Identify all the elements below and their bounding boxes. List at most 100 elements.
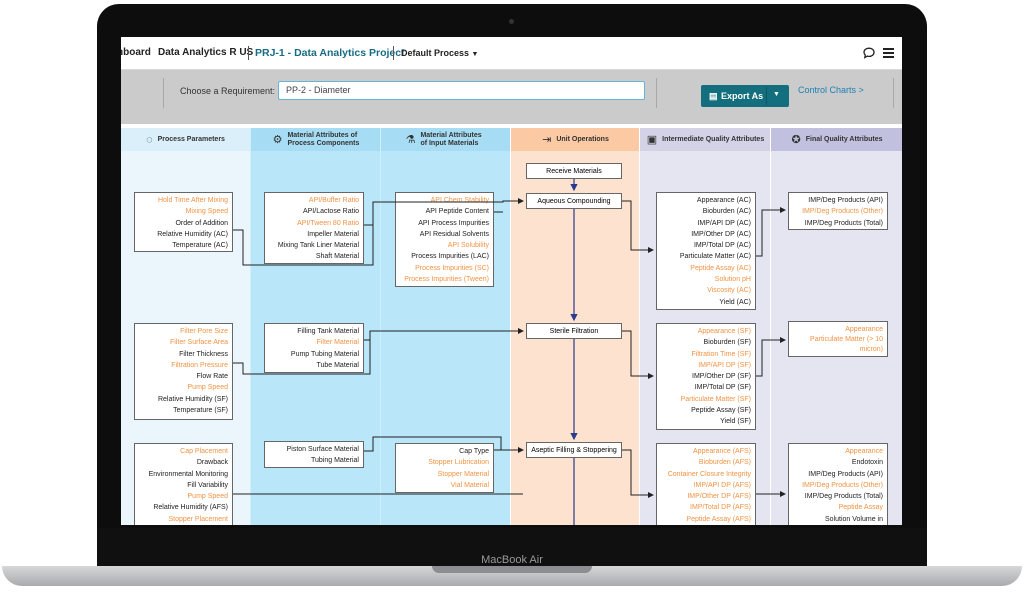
mai-item: Process Impurities (SC) xyxy=(415,264,489,272)
mai-item: Process Impurities (LAC) xyxy=(411,253,489,261)
unit-op-label: Receive Materials xyxy=(546,168,602,175)
iqa-item: Solution pH xyxy=(714,276,751,284)
mai-group-aqueous-compounding[interactable]: API Chem Stability API Peptide Content A… xyxy=(395,192,494,287)
laptop-base xyxy=(2,566,1022,586)
pp-group-sterile-filtration[interactable]: Filter Pore Size Filter Surface Area Fil… xyxy=(134,323,233,420)
mapc-item: Filter Material xyxy=(316,339,359,347)
column-header: ⚗Material Attributes of Input Materials xyxy=(381,128,511,151)
iqa-item: Appearance (AFS) xyxy=(693,448,751,455)
iqa-item: Yield (AC) xyxy=(719,298,751,306)
mapc-group-aqueous-compounding[interactable]: API/Buffer Ratio API/Lactose Ratio API/T… xyxy=(264,192,364,264)
fqa-group-aqueous-compounding[interactable]: IMP/Deg Products (API) IMP/Deg Products … xyxy=(788,192,888,230)
iqa-group-aseptic-filling[interactable]: Appearance (AFS) Bioburden (AFS) Contain… xyxy=(656,443,756,525)
iqa-item: Appearance (SF) xyxy=(697,328,751,335)
fqa-group-sterile-filtration[interactable]: Appearance Particulate Matter (> 10 micr… xyxy=(788,321,888,357)
toolbar-divider xyxy=(656,78,657,108)
fqa-item: Appearance xyxy=(845,326,883,333)
mai-item: Stopper Material xyxy=(437,470,489,478)
process-selector[interactable]: Default Process ▼ xyxy=(401,48,478,58)
pp-group-aqueous-compounding[interactable]: Hold Time After Mixing Mixing Speed Orde… xyxy=(134,192,233,252)
mapc-item: API/Buffer Ratio xyxy=(308,197,359,204)
laptop-chin xyxy=(97,528,927,568)
iqa-item: Appearance (AC) xyxy=(696,197,751,204)
mapc-group-aseptic-filling[interactable]: Piston Surface Material Tubing Material xyxy=(264,441,364,468)
fqa-item: Peptide Assay xyxy=(838,504,883,512)
pp-item: Temperature (SF) xyxy=(173,407,228,415)
menu-icon[interactable] xyxy=(883,48,894,58)
iqa-item: Bioburden (AFS) xyxy=(698,459,751,467)
nav-dashboard-link[interactable]: hboard xyxy=(121,47,151,58)
iqa-group-aqueous-compounding[interactable]: Appearance (AC) Bioburden (AC) IMP/API D… xyxy=(656,192,756,310)
mai-item: Stopper Lubrication xyxy=(428,459,489,467)
iqa-item: IMP/Other DP (SF) xyxy=(692,373,751,381)
fqa-item: Appearance xyxy=(845,448,883,455)
connector-line xyxy=(622,330,654,379)
column-title: Material Attributes of Input Materials xyxy=(420,131,482,147)
project-name[interactable]: PRJ-1 - Data Analytics Project xyxy=(255,47,405,59)
org-name[interactable]: Data Analytics R US xyxy=(158,47,254,58)
column-header: ⚙Material Attributes of Process Componen… xyxy=(251,128,381,151)
pp-item: Stopper Placement xyxy=(168,515,228,523)
iqa-item: Container Closure Integrity xyxy=(667,470,751,478)
fqa-item: IMP/Deg Products (Other) xyxy=(802,481,883,489)
iqa-item: Viscosity (AC) xyxy=(707,287,751,295)
button-divider xyxy=(766,87,767,105)
pp-item: Relative Humidity (AFS) xyxy=(153,504,228,512)
pp-item: Fill Variability xyxy=(187,481,228,489)
app-screen: hboard Data Analytics R US PRJ-1 - Data … xyxy=(121,37,902,525)
nav-separator xyxy=(248,46,249,60)
column-title: Unit Operations xyxy=(556,135,609,143)
unit-op-sterile-filtration[interactable]: Sterile Filtration xyxy=(526,323,622,339)
fqa-group-aseptic-filling[interactable]: Appearance Endotoxin IMP/Deg Products (A… xyxy=(788,443,888,525)
unit-op-label: Aqueous Compounding xyxy=(537,198,611,205)
pp-item: Filter Thickness xyxy=(179,350,228,358)
requirement-input[interactable]: PP-2 - Diameter xyxy=(278,81,645,100)
iqa-item: Particulate Matter (AC) xyxy=(679,253,751,261)
iqa-icon: ▣ xyxy=(646,133,658,146)
mai-item: API Peptide Content xyxy=(425,208,489,216)
nav-separator xyxy=(393,46,394,60)
unit-op-receive-materials[interactable]: Receive Materials xyxy=(526,163,622,179)
requirement-toolbar: Choose a Requirement: PP-2 - Diameter ▤ … xyxy=(121,70,902,124)
award-icon: ✪ xyxy=(791,133,801,146)
column-title: Final Quality Attributes xyxy=(805,135,883,143)
mai-item: Cap Type xyxy=(459,448,489,455)
mapc-item: Piston Surface Material xyxy=(286,446,359,453)
control-charts-link[interactable]: Control Charts > xyxy=(798,85,864,95)
caret-down-icon[interactable]: ▼ xyxy=(773,91,780,98)
fqa-item: IMP/Deg Products (API) xyxy=(808,197,883,204)
fqa-item: Particulate Matter (> 10 micron) xyxy=(810,336,883,354)
chat-icon[interactable] xyxy=(863,47,875,59)
mai-group-aseptic-filling[interactable]: Cap Type Stopper Lubrication Stopper Mat… xyxy=(395,443,494,493)
connector-line xyxy=(622,449,654,498)
pp-item: Filter Pore Size xyxy=(180,328,228,335)
mai-item: Process Impurities (Tween) xyxy=(404,276,489,284)
uo-icon: ⇥ xyxy=(542,133,552,146)
mapc-item: Tube Material xyxy=(316,361,359,369)
mai-item: Vial Material xyxy=(450,481,489,489)
iqa-group-sterile-filtration[interactable]: Appearance (SF) Bioburden (SF) Filtratio… xyxy=(656,323,756,430)
iqa-item: IMP/API DP (AFS) xyxy=(693,481,751,489)
unit-op-aqueous-compounding[interactable]: Aqueous Compounding xyxy=(526,193,622,209)
mai-item: API Chem Stability xyxy=(430,197,489,204)
fqa-item: IMP/Deg Products (Total) xyxy=(804,219,883,227)
export-as-button[interactable]: ▤ Export As ▼ xyxy=(701,85,789,107)
column-header: ✪ Final Quality Attributes xyxy=(771,128,902,151)
pp-item: Relative Humidity (SF) xyxy=(157,395,228,403)
pp-item: Order of Addition xyxy=(175,219,228,227)
unit-op-aseptic-filling[interactable]: Aseptic Filling & Stoppering xyxy=(526,442,622,458)
iqa-item: IMP/Total DP (SF) xyxy=(694,384,751,392)
mapc-group-sterile-filtration[interactable]: Filling Tank Material Filter Material Pu… xyxy=(264,323,364,373)
caret-down-icon: ▼ xyxy=(471,51,479,58)
iqa-item: Peptide Assay (SF) xyxy=(691,407,751,415)
pp-item: Filter Surface Area xyxy=(170,339,228,347)
pp-group-aseptic-filling[interactable]: Cap Placement Drawback Environmental Mon… xyxy=(134,443,233,525)
pp-item: Pump Speed xyxy=(187,384,228,392)
mapc-item: Pump Tubing Material xyxy=(290,350,359,358)
iqa-item: Filtration Time (SF) xyxy=(691,350,751,358)
pp-item: Temperature (AC) xyxy=(172,242,228,250)
pp-item: Drawback xyxy=(196,459,228,467)
connector-line xyxy=(364,436,524,453)
file-icon: ▤ xyxy=(709,91,718,101)
column-header: ▣Intermediate Quality Attributes xyxy=(640,128,771,151)
